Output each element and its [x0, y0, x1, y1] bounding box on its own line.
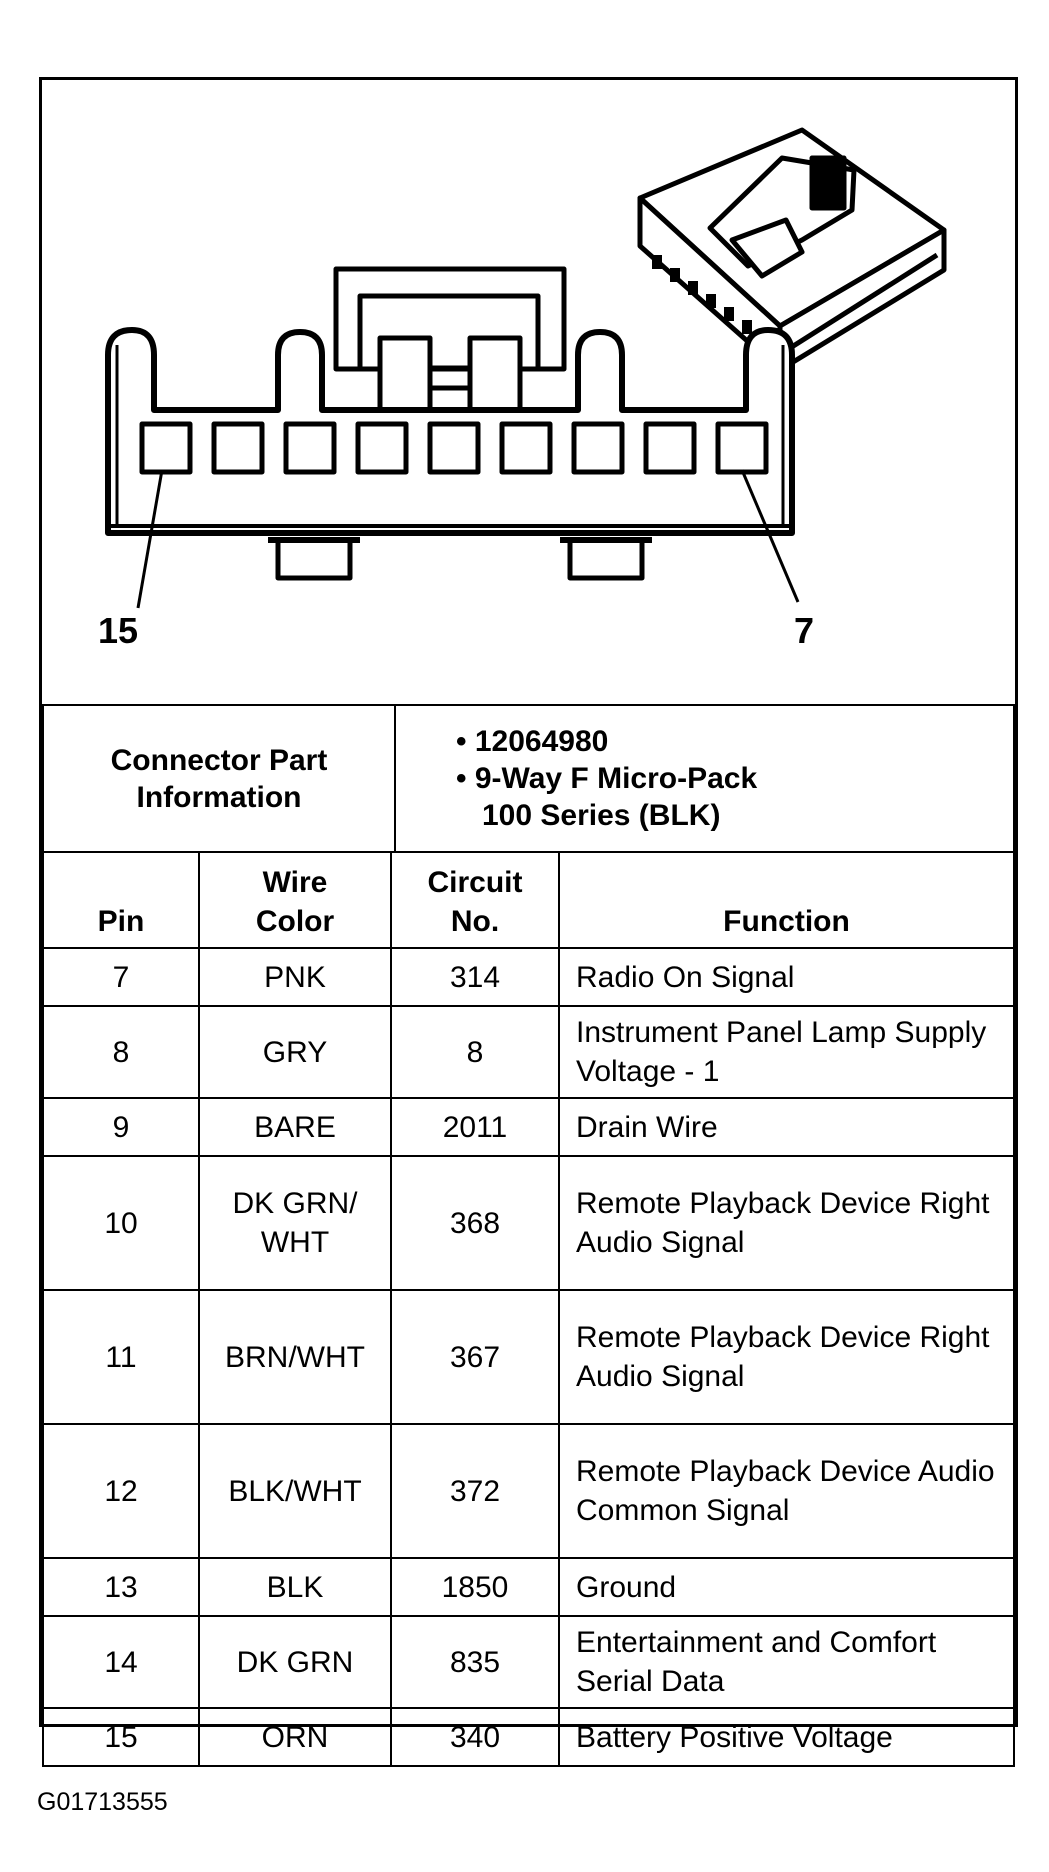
cell-pin: 10 [42, 1155, 200, 1291]
diagram-frame: 15 7 Connector Part Information • 120649… [39, 77, 1018, 1767]
header-function: Function [558, 851, 1015, 949]
part-desc-line1: 9-Way F Micro-Pack [474, 762, 758, 795]
cell-wire-color: ORN [198, 1707, 392, 1767]
cell-circuit: 2011 [390, 1097, 560, 1157]
cell-circuit: 1850 [390, 1557, 560, 1617]
pin-15-label: 15 [98, 610, 139, 651]
cavity-15 [139, 421, 193, 475]
connector-info-table: Connector Part Information • 12064980 • … [42, 704, 1015, 853]
cell-function: Remote Playback Device Audio Common Sign… [558, 1423, 1015, 1559]
cell-circuit: 314 [390, 947, 560, 1007]
cell-circuit: 340 [390, 1707, 560, 1767]
cell-pin: 7 [42, 947, 200, 1007]
cell-wire-color: DK GRN/ WHT [198, 1155, 392, 1291]
cell-pin: 14 [42, 1615, 200, 1709]
cell-wire-color: BLK [198, 1557, 392, 1617]
pin-7-label: 7 [794, 610, 815, 651]
part-info-label: Connector Part Information [42, 704, 396, 853]
cell-circuit: 835 [390, 1615, 560, 1709]
cell-function: Instrument Panel Lamp Supply Voltage - 1 [558, 1005, 1015, 1099]
cell-pin: 12 [42, 1423, 200, 1559]
cell-wire-color: GRY [198, 1005, 392, 1099]
part-desc-item: • 9-Way F Micro-Pack [456, 762, 758, 795]
part-number: 12064980 [474, 725, 609, 758]
figure-id: G01713555 [37, 1788, 168, 1816]
cell-function: Radio On Signal [558, 947, 1015, 1007]
cell-wire-color: PNK [198, 947, 392, 1007]
cell-circuit: 372 [390, 1423, 560, 1559]
cell-circuit: 368 [390, 1155, 560, 1291]
connector-diagram: 15 7 [42, 80, 1015, 704]
cell-pin: 11 [42, 1289, 200, 1425]
cavity-7 [715, 421, 769, 475]
cell-pin: 13 [42, 1557, 200, 1617]
cell-function: Drain Wire [558, 1097, 1015, 1157]
connector-front-face [105, 266, 800, 609]
cell-wire-color: DK GRN [198, 1615, 392, 1709]
cell-wire-color: BLK/WHT [198, 1423, 392, 1559]
cell-function: Remote Playback Device Right Audio Signa… [558, 1155, 1015, 1291]
cell-circuit: 367 [390, 1289, 560, 1425]
cell-pin: 8 [42, 1005, 200, 1099]
cell-pin: 9 [42, 1097, 200, 1157]
header-pin: Pin [42, 851, 200, 949]
cell-pin: 15 [42, 1707, 200, 1767]
cell-function: Remote Playback Device Right Audio Signa… [558, 1289, 1015, 1425]
cell-function: Ground [558, 1557, 1015, 1617]
connector-3d-view [637, 127, 947, 373]
cell-function: Battery Positive Voltage [558, 1707, 1015, 1767]
part-info-values: • 12064980 • 9-Way F Micro-Pack 100 Seri… [394, 704, 1015, 853]
cell-wire-color: BARE [198, 1097, 392, 1157]
cell-circuit: 8 [390, 1005, 560, 1099]
cell-wire-color: BRN/WHT [198, 1289, 392, 1425]
part-desc-line2: 100 Series (BLK) [482, 799, 721, 832]
part-number-item: • 12064980 [456, 725, 609, 758]
connector-face-drawing [105, 127, 947, 609]
cell-function: Entertainment and Comfort Serial Data [558, 1615, 1015, 1709]
